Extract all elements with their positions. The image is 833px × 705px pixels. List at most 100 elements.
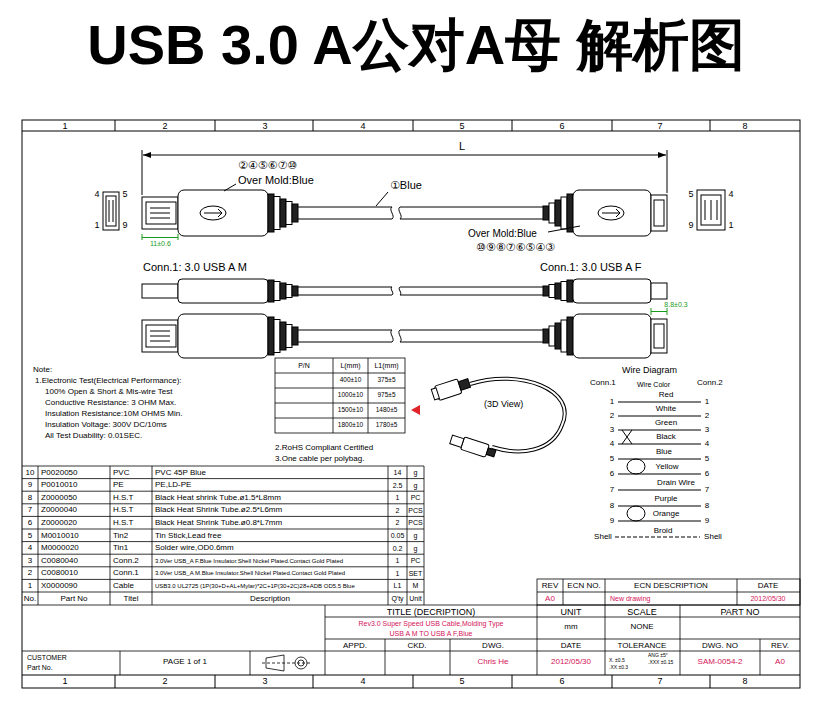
part-note: Over Mold:Blue (468, 229, 537, 239)
table-cell: C0080040 (41, 557, 78, 565)
field-value: NONE (630, 623, 653, 631)
table-cell: 7 (28, 506, 32, 514)
table-cell: M (413, 582, 419, 589)
table-header: ECN DESCRIPTION (634, 582, 708, 590)
pin-number: 2 (705, 412, 709, 420)
bom-table (22, 466, 800, 605)
table-cell: Tin2 (113, 532, 128, 540)
table-cell: 0.05 (391, 532, 405, 539)
wire-color: Black (656, 433, 676, 441)
table-cell: 4 (28, 544, 32, 552)
table-cell: 1 (28, 582, 32, 590)
table-cell: g (414, 469, 418, 476)
table-header: L1(mm) (374, 362, 398, 369)
revision-code: A0 (545, 595, 555, 603)
column-number: 5 (459, 122, 464, 131)
table-cell: PVC 45P Blue (155, 469, 206, 477)
column-number: 2 (162, 677, 167, 686)
table-cell: 1780±5 (376, 422, 398, 429)
title-field: TOLERANCE (618, 642, 667, 650)
column-number: 6 (559, 677, 564, 686)
column-number: 4 (360, 122, 365, 131)
wire-color: Purple (654, 495, 677, 503)
table-cell: Tin1 (113, 544, 128, 552)
table-cell: Z0000020 (41, 519, 77, 527)
part-note: Over Mold:Blue (238, 175, 314, 186)
note-text: 2.RoHS Compliant Certified (275, 444, 373, 452)
view-label: (3D View) (484, 400, 523, 409)
revision-date: 2012/05/30 (750, 595, 785, 602)
title-field: DATE (561, 642, 582, 650)
pin-number: 4 (610, 440, 614, 448)
field-value: Chris He (477, 658, 508, 666)
pin-number: 8 (705, 502, 709, 510)
title-block (22, 605, 800, 675)
table-cell: PCS (408, 507, 422, 514)
table-cell: M0000020 (41, 544, 79, 552)
table-cell: Conn.1 (113, 569, 139, 577)
wire-color: Orange (653, 510, 680, 518)
page-number: PAGE 1 of 1 (163, 658, 207, 666)
pin-number: 5 (610, 455, 614, 463)
note-text: Insulation Voltage: 300V DC/10ms (45, 421, 167, 429)
table-cell: 1 (396, 494, 400, 501)
column-number: 8 (742, 122, 747, 131)
table-cell: PVC (113, 469, 129, 477)
table-cell: Z0000040 (41, 506, 77, 514)
table-cell: PC (411, 494, 421, 501)
revision-table (537, 579, 800, 605)
table-cell: L1 (394, 582, 402, 589)
cable-3d-view (431, 376, 565, 460)
table-cell: g (414, 532, 418, 539)
title-field: PART NO (720, 608, 759, 617)
column-number: 5 (459, 677, 464, 686)
table-cell: 1 (396, 570, 400, 577)
note-text: Note: (33, 366, 52, 374)
title-field: UNIT (561, 608, 582, 617)
pin-number: 5 (122, 190, 127, 199)
connector-name: Conn.1 (590, 379, 616, 387)
table-cell: SET (409, 570, 423, 577)
connector-name: Conn.1: 3.0 USB A F (540, 262, 642, 273)
table-cell: Tin Stick,Lead free (155, 532, 221, 540)
pin-number: 6 (705, 470, 709, 478)
table-cell: 2 (396, 519, 400, 526)
pin-number: 7 (705, 486, 709, 494)
table-cell: 1 (396, 557, 400, 564)
table-cell: Black Heat Shrink Tube.ø2.5*L6mm (155, 506, 282, 514)
table-cell: 1500±10 (338, 407, 363, 414)
frame (22, 120, 800, 688)
table-header: Description (250, 595, 290, 603)
field-value: 2012/05/30 (551, 658, 591, 666)
pin-number: 4 (705, 440, 709, 448)
column-number: 1 (62, 677, 67, 686)
table-cell: PCS (408, 519, 422, 526)
table-cell: H.S.T (113, 506, 133, 514)
wire-color: Red (659, 391, 674, 399)
table-cell: PC (411, 557, 421, 564)
table-cell: 975±5 (377, 392, 395, 399)
pin-number: 9 (688, 221, 693, 230)
title-field: Part No. (27, 664, 53, 671)
cable-side-view (142, 279, 667, 303)
table-cell: H.S.T (113, 519, 133, 527)
table-cell: Black Heat shrink Tube.ø1.5*L8mm (155, 494, 281, 502)
table-header: L(mm) (340, 362, 360, 369)
table-cell: g (414, 482, 418, 489)
table-cell: Z0000050 (41, 494, 77, 502)
field-value: SAM-0054-2 (698, 658, 743, 666)
pin-number: 7 (610, 486, 614, 494)
title-field: APPD. (343, 642, 367, 650)
dimension-label: 11±0.6 (150, 240, 171, 247)
table-cell: 2 (396, 507, 400, 514)
note-text: All Test Duability: 0.01SEC. (45, 432, 142, 440)
table-cell: 1000±10 (338, 392, 363, 399)
table-cell: P0020050 (41, 469, 77, 477)
title-field: TITLE (DECRIPTION) (387, 608, 476, 617)
dimension-label: 8.8±0.3 (664, 301, 687, 308)
table-header: No. (24, 595, 36, 603)
table-cell: Conn.2 (113, 557, 139, 565)
column-number: 4 (360, 677, 365, 686)
note-text: 3.One cable per polybag. (275, 455, 364, 463)
title-field: SCALE (627, 608, 657, 617)
